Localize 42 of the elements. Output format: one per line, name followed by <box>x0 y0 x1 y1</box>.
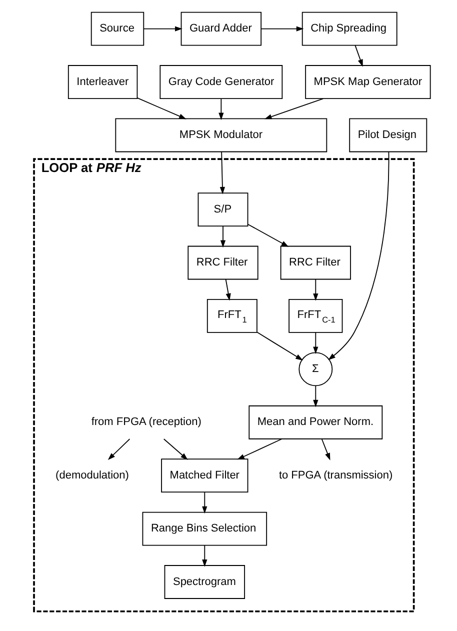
arrow <box>264 98 324 120</box>
node-text: (demodulation) <box>56 469 129 482</box>
arrow <box>136 97 186 120</box>
arrow <box>260 26 304 32</box>
node-box: RRC Filter <box>188 246 258 280</box>
node-box: Guard Adder <box>180 12 262 46</box>
node-box: FrFT$_{1}$ <box>206 298 258 333</box>
node-text: from FPGA (reception) <box>91 416 202 428</box>
node-circle: Σ <box>298 352 333 386</box>
arrow <box>143 26 182 32</box>
node-box: Spectrogram <box>164 565 246 599</box>
arrow <box>256 332 303 360</box>
node-box: Gray Code Generator <box>160 65 283 99</box>
arrow <box>313 332 318 354</box>
arrow <box>220 226 226 248</box>
node-box: Pilot Design <box>349 118 428 152</box>
arrow <box>321 438 330 460</box>
node-text: to FPGA (transmission) <box>278 469 393 482</box>
node-box: Range Bins Selection <box>142 512 268 546</box>
arrow <box>108 438 130 460</box>
node-box: Matched Filter <box>161 458 248 493</box>
node-box: MPSK Modulator <box>115 118 328 152</box>
arrow <box>354 44 363 67</box>
node-box: Interleaver <box>68 65 138 99</box>
arrow <box>247 224 289 247</box>
arrow <box>202 544 208 567</box>
arrow <box>313 385 318 408</box>
node-box: Chip Spreading <box>302 12 398 46</box>
arrow <box>218 98 224 120</box>
arrow <box>313 278 318 301</box>
node-box: RRC Filter <box>280 246 351 280</box>
node-box: Source <box>90 12 144 46</box>
arrow <box>220 151 226 194</box>
node-box: FrFT$_{C-1}$ <box>288 298 343 333</box>
arrow <box>328 151 390 360</box>
node-box: Mean and Power Norm. <box>248 405 383 440</box>
arrow <box>163 438 188 460</box>
arrow <box>225 278 231 301</box>
arrow <box>237 438 282 460</box>
arrow <box>202 492 208 514</box>
node-box: MPSK Map Generator <box>305 65 431 99</box>
node-box: S/P <box>198 192 248 226</box>
